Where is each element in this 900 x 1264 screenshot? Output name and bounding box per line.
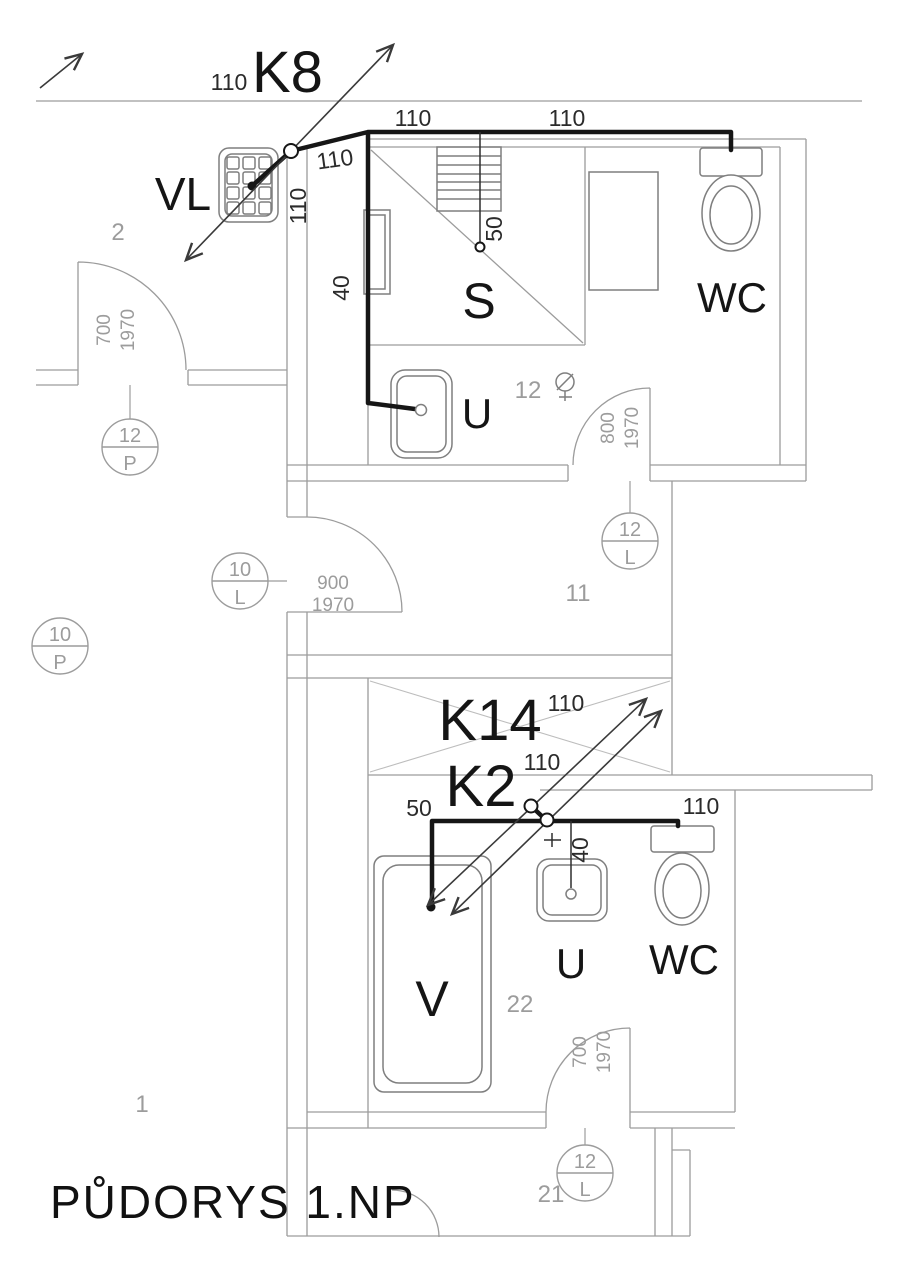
corridor-bottom-wall (287, 654, 672, 679)
stack-k2-node (539, 812, 555, 828)
ref-top-label: 12 (619, 519, 641, 541)
stack-k14-node (523, 798, 539, 814)
basin-inner (396, 375, 447, 453)
door-small-bottom-swing (391, 1189, 440, 1238)
toilet-icon-top (699, 147, 763, 252)
ref-top-label: 12 (574, 1151, 596, 1173)
fixture-label-sink-top: U (462, 390, 492, 437)
dim-stair-branch: 50 (481, 216, 507, 242)
room-number-1: 1 (135, 1091, 148, 1118)
door-900-swing (306, 516, 403, 613)
ref-bottom-label: L (624, 547, 635, 569)
toilet-bowl-inner (709, 185, 753, 245)
gully-marks (556, 373, 574, 401)
stack-label-k8: K8 (252, 40, 323, 105)
dim-sink-top-branch: 40 (328, 275, 354, 301)
fixture-label-wc-bottom: WC (649, 936, 719, 983)
dim-bath-branch: 50 (406, 795, 432, 821)
ref-circle-10p: 10 P (31, 617, 89, 675)
dim-wc-bottom-branch: 110 (683, 793, 720, 819)
door-900-height: 1970 (312, 595, 354, 616)
branch-end-node (474, 241, 486, 253)
dim-sink-bottom-branch: 40 (567, 837, 593, 863)
room-number-21: 21 (538, 1181, 565, 1208)
fixture-label-wc-top: WC (697, 274, 767, 321)
toilet-tank (650, 825, 715, 853)
door-700-bottom-swing (545, 1027, 631, 1113)
ref-bottom-label: L (234, 587, 245, 609)
bottom-walls (287, 1111, 735, 1237)
ref-bottom-label: P (123, 453, 136, 475)
ref-leaders (129, 385, 631, 1145)
door-left-width: 700 (94, 314, 115, 346)
drawing-title: PŮDORYS 1.NP (50, 1175, 416, 1228)
stack-label-k2: K2 (446, 754, 517, 819)
dim-run-a: 110 (395, 105, 432, 131)
mid-wall-with-door-800 (287, 464, 806, 482)
cabinet-icon (588, 171, 659, 291)
stairs-treads (437, 155, 501, 200)
room-number-11: 11 (566, 580, 591, 607)
door-800-width: 800 (598, 412, 619, 444)
vent-arrow-k2 (449, 708, 664, 917)
ref-top-label: 12 (119, 425, 141, 447)
dim-k14-dn: 110 (548, 690, 585, 716)
door-800-height: 1970 (622, 407, 643, 449)
door-bottom-height: 1970 (594, 1031, 615, 1073)
room-label-stairs: S (462, 273, 495, 329)
ref-circle-10l: 10 L (211, 552, 269, 610)
fixture-label-bath: V (415, 971, 449, 1027)
stack-k8-node (283, 143, 299, 159)
room-number-22: 22 (507, 991, 534, 1018)
ref-circle-12p: 12 P (101, 418, 159, 476)
stack-label-vl: VL (155, 168, 211, 220)
stack-label-k14: K14 (438, 688, 541, 753)
left-spine-wall (286, 147, 308, 1236)
ref-bottom-label: P (53, 652, 66, 674)
door-800-swing (572, 387, 651, 466)
dim-k8-junction-a: 110 (315, 144, 355, 175)
dim-k2-dn: 110 (524, 749, 561, 775)
stack-junctions (283, 143, 555, 828)
labels: 110 K8 VL 110 110 110 110 50 40 S U WC 1… (50, 40, 767, 1228)
door-swings (77, 261, 651, 1238)
room-number-2: 2 (111, 219, 124, 246)
ref-circle-12l-top: 12 L (601, 512, 659, 570)
stairs-outline (436, 146, 502, 212)
basin-drain-top (414, 403, 428, 417)
north-arrow (39, 52, 85, 89)
room-number-12: 12 (515, 377, 542, 404)
ref-top-label: 10 (49, 624, 71, 646)
door-bottom-width: 700 (570, 1036, 591, 1068)
ref-bottom-label: L (579, 1179, 590, 1201)
ref-top-label: 10 (229, 559, 251, 581)
tub-drain (426, 902, 436, 912)
dim-k8-junction-b: 110 (285, 188, 311, 225)
fixture-label-sink-bottom: U (556, 940, 586, 987)
left-wall-with-door-700 (36, 369, 287, 386)
stairs-icon (436, 146, 502, 212)
door-left-height: 1970 (118, 309, 139, 351)
door-700-left-swing (77, 261, 187, 371)
dim-k8-dn: 110 (211, 69, 248, 95)
ref-circle-12l-bottom: 12 L (556, 1144, 614, 1202)
floor-gully-icon (555, 372, 575, 401)
dim-run-b: 110 (549, 105, 586, 131)
toilet-icon-bottom (650, 825, 715, 926)
door-900-width: 900 (317, 573, 349, 594)
basin-drain-bottom (565, 888, 577, 900)
